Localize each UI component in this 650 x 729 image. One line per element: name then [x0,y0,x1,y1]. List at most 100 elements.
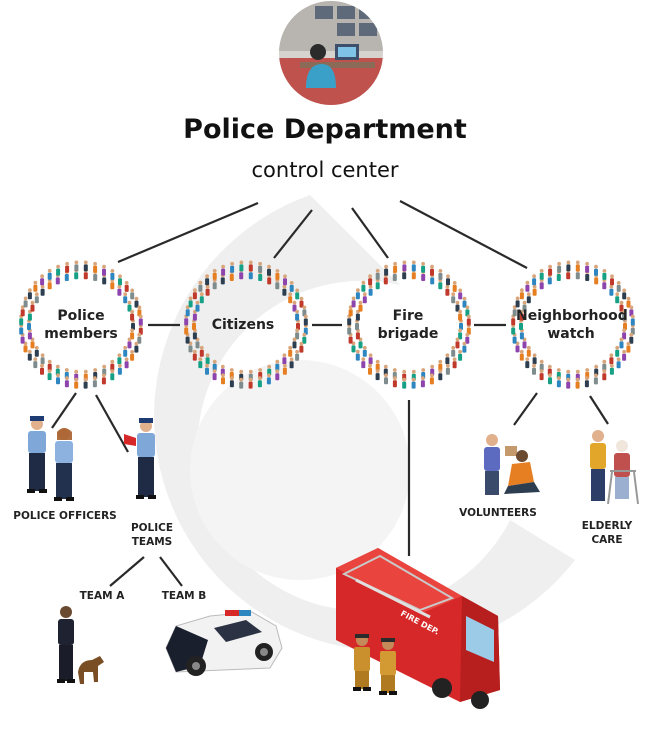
crowd-person-icon [615,345,620,357]
crowd-person-icon [393,261,398,273]
crowd-person-icon [212,268,217,280]
crowd-person-icon [526,292,531,304]
crowd-person-icon [384,264,389,276]
crowd-person-icon [525,357,530,369]
crowd-person-icon [130,288,135,300]
crowd-person-icon [566,260,571,272]
page-subtitle: control center [251,158,399,182]
crowd-person-icon [56,373,60,385]
crowd-person-icon [368,363,372,375]
crowd-person-icon [539,268,544,280]
crowd-person-icon [452,357,457,369]
crowd-person-icon [519,288,524,300]
crowd-person-icon [199,292,204,304]
page-title: Police Department [183,114,467,145]
crowd-person-icon [539,278,544,290]
crowd-person-icon [83,377,88,389]
crowd-person-icon [455,337,460,349]
crowd-person-icon [585,261,590,273]
node-label-line1: Police [57,308,105,324]
police-car-icon [165,610,283,676]
crowd-person-icon [127,300,132,312]
crowd-ring [347,260,471,389]
crowd-person-icon [438,359,443,371]
crowd-person-icon [40,363,44,375]
elderly-care-illustration-icon [590,430,639,505]
crowd-person-icon [626,296,631,308]
crowd-person-icon [609,284,614,296]
label-police-officers: POLICE OFFICERS [13,510,117,522]
crowd-person-icon [257,376,262,388]
crowd-person-icon [622,288,627,300]
crowd-person-icon [610,274,614,286]
node-label-line1: Fire [392,308,424,324]
crowd-person-icon [212,359,217,371]
crowd-person-icon [451,345,456,357]
crowd-person-icon [594,264,598,276]
crowd-person-icon [74,377,79,389]
crowd-person-icon [123,292,128,304]
fire-truck-icon: FIRE DEP. [336,548,500,709]
crowd-person-icon [362,292,367,304]
crowd-person-icon [402,260,407,272]
crowd-person-icon [445,363,450,375]
crowd-person-icon [368,353,373,365]
crowd-person-icon [458,288,463,300]
crowd-person-icon [462,341,467,353]
crowd-person-icon [289,281,294,292]
crowd-ring [19,260,143,389]
crowd-person-icon [361,357,366,369]
volunteers-illustration-icon [484,434,540,495]
crowd-ring [511,260,635,389]
crowd-person-icon [205,274,210,286]
label-volunteers: VOLUNTEERS [459,507,537,519]
crowd-person-icon [275,359,280,371]
crowd-person-icon [458,349,463,361]
crowd-person-icon [47,268,52,280]
crowd-person-icon [267,264,271,276]
crowd-person-icon [83,260,88,272]
node-label-line1: Citizens [211,317,275,333]
crowd-person-icon [462,296,467,308]
crowd-person-icon [458,309,463,321]
crowd-person-icon [40,353,45,365]
crowd-person-icon [615,292,620,304]
crowd-person-icon [275,369,280,381]
crowd-person-icon [629,332,634,344]
crowd-person-icon [622,349,627,361]
crowd-person-icon [110,369,115,381]
crowd-person-icon [566,377,571,389]
crowd-person-icon [292,300,297,312]
crowd-person-icon [539,359,544,371]
crowd-person-icon [522,300,527,312]
crowd-person-icon [375,359,380,371]
crowd-person-icon [402,377,407,389]
crowd-ring [184,260,308,389]
crowd-person-icon [292,337,297,349]
crowd-person-icon [123,345,128,357]
crowd-person-icon [192,349,197,361]
crowd-person-icon [368,284,373,296]
crowd-person-icon [198,280,203,292]
label-elderly-care: ELDERLY CARE [572,519,642,547]
crowd-person-icon [575,260,580,272]
crowd-person-icon [602,278,607,290]
connector-lines [51,200,609,587]
crowd-person-icon [619,337,624,349]
crowd-person-icon [124,281,129,292]
node-label-line2: watch [547,326,595,342]
crowd-person-icon [630,314,635,326]
crowd-person-icon [375,369,380,381]
crowd-person-icon [532,274,537,286]
crowd-person-icon [466,314,471,326]
crowd-person-icon [445,284,450,296]
crowd-person-icon [619,300,624,312]
crowd-person-icon [198,357,203,369]
crowd-person-icon [526,345,531,357]
crowd-person-icon [56,264,61,276]
crowd-person-icon [229,376,234,388]
crowd-person-icon [27,349,32,361]
crowd-person-icon [465,332,470,344]
crowd-person-icon [258,261,263,273]
